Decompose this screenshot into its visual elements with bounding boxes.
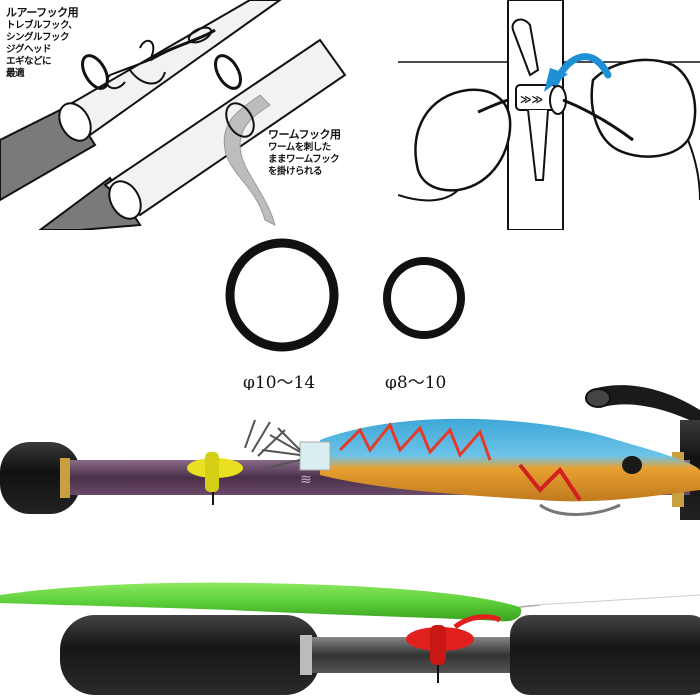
lure-desc-line: 最適 bbox=[6, 68, 25, 79]
o-ring-sizes: φ10〜14 φ8〜10 bbox=[0, 230, 700, 390]
fore-grip bbox=[510, 615, 700, 695]
lure-rod-drawing bbox=[0, 0, 347, 230]
egi-squid-jig-icon bbox=[320, 418, 700, 502]
large-ring-size-label: φ10〜14 bbox=[243, 373, 316, 390]
egi-on-rod-photo: ≋ bbox=[0, 380, 700, 550]
worm-desc-line: ままワームフック bbox=[268, 154, 340, 165]
left-finger-icon bbox=[414, 88, 512, 192]
lure-desc-line: シングルフック bbox=[6, 32, 70, 43]
squid-hook-icon bbox=[244, 419, 301, 469]
large-o-ring-icon bbox=[225, 238, 339, 352]
worm-hook-heading: ワームフック用 bbox=[268, 128, 341, 141]
reel-arm bbox=[590, 385, 700, 425]
rod-logo-mark: ≋ bbox=[300, 472, 312, 488]
hook-keeper-drawing: ≫≫ bbox=[398, 0, 700, 230]
rod-left bbox=[0, 0, 282, 202]
lure-desc-line: ジグヘッド bbox=[6, 44, 52, 55]
lure-hook-heading: ルアーフック用 bbox=[6, 6, 79, 19]
worm-desc-line: を掛けられる bbox=[268, 166, 323, 177]
treble-hook-icon bbox=[105, 26, 216, 90]
small-ring-size-label: φ8〜10 bbox=[385, 373, 447, 390]
lure-desc-line: トレブルフック、 bbox=[6, 20, 78, 31]
rear-grip bbox=[60, 615, 320, 695]
lure-hook-illustration: ルアーフック用 トレブルフック、 シングルフック ジグヘッド エギなどに 最適 … bbox=[0, 0, 360, 230]
lure-hook-description: トレブルフック、 シングルフック ジグヘッド エギなどに 最適 bbox=[6, 20, 78, 80]
small-o-ring-icon bbox=[383, 257, 465, 339]
o-ring-drawing bbox=[225, 238, 465, 352]
keeper-hook-icon bbox=[511, 18, 540, 77]
worm-on-rod-photo bbox=[0, 555, 700, 700]
worm-hook-description: ワームを刺した ままワームフック を掛けられる bbox=[268, 142, 340, 178]
soft-worm-icon bbox=[0, 582, 522, 622]
worm-icon bbox=[223, 94, 276, 226]
worm-rod-drawing bbox=[0, 582, 700, 695]
egi-rod-drawing: ≋ bbox=[0, 385, 700, 520]
worm-desc-line: ワームを刺した bbox=[268, 142, 331, 153]
rod-right bbox=[38, 38, 347, 230]
hook-keeper-diagram: ≫≫ bbox=[398, 0, 700, 230]
brand-mark: ≫≫ bbox=[520, 93, 543, 106]
lure-desc-line: エギなどに bbox=[6, 56, 52, 67]
